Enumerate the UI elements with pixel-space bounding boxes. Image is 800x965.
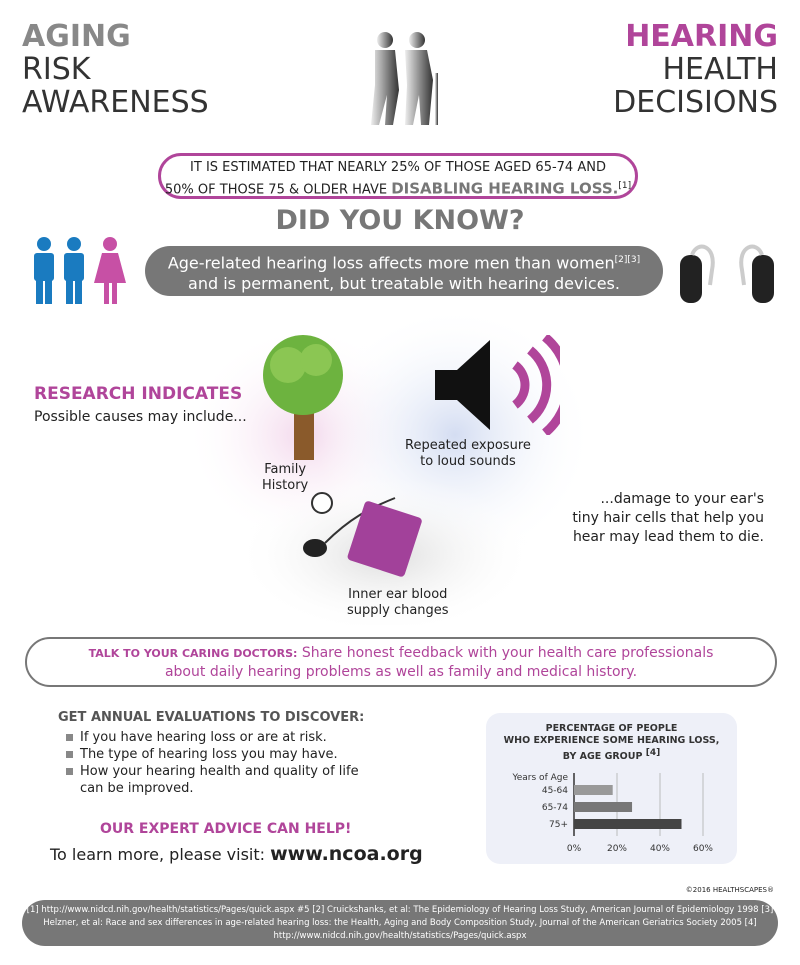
- fact-line: and is permanent, but treatable with hea…: [188, 274, 620, 294]
- note-line: ...damage to your ear's: [600, 491, 764, 507]
- statistic-banner: It is estimated that nearly 25% of those…: [158, 153, 638, 199]
- caption-line: Repeated exposure: [405, 438, 531, 453]
- copyright: ©2016 HEALTHSCAPES®: [685, 886, 774, 894]
- list-item: How your hearing health and quality of l…: [66, 763, 386, 797]
- blood-pressure-cuff-icon: [303, 492, 422, 577]
- title-bold: HEARING: [625, 19, 778, 54]
- x-tick-label: 20%: [607, 844, 627, 854]
- ncoa-link[interactable]: www.ncoa.org: [270, 843, 423, 865]
- chart-title-line: BY AGE GROUP: [562, 751, 643, 763]
- x-tick-label: 0%: [567, 844, 582, 854]
- title-line: HEALTH: [662, 52, 778, 87]
- y-tick-label: 75+: [549, 820, 568, 830]
- evaluation-list: GET ANNUAL EVALUATIONS TO DISCOVER: If y…: [58, 710, 396, 797]
- title-line: DECISIONS: [613, 85, 778, 120]
- x-tick-label: 60%: [693, 844, 713, 854]
- ref: [4]: [645, 748, 661, 758]
- chart-title-line: PERCENTAGE OF PEOPLE: [545, 723, 678, 734]
- visit-text: To learn more, please visit:: [50, 845, 271, 864]
- tree-icon: [263, 335, 343, 460]
- research-subtitle: Possible causes may include...: [34, 409, 247, 425]
- stat-line: 50% of those 75 & older have: [164, 182, 392, 198]
- eval-heading: GET ANNUAL EVALUATIONS TO DISCOVER:: [58, 710, 365, 725]
- bar-65-74: [574, 802, 633, 812]
- x-tick-label: 40%: [650, 844, 670, 854]
- hearing-loss-chart: PERCENTAGE OF PEOPLE WHO EXPERIENCE SOME…: [486, 713, 737, 864]
- caption-line: supply changes: [347, 603, 449, 618]
- note-line: hear may lead them to die.: [572, 529, 764, 545]
- chart-title-line: WHO EXPERIENCE SOME HEARING LOSS,: [503, 735, 720, 746]
- men-women-icon: [34, 237, 126, 304]
- stat-highlight: disabling hearing loss.: [391, 179, 619, 198]
- doctor-advice-banner: TALK TO YOUR CARING DOCTORS: Share hones…: [25, 637, 777, 687]
- speaker-loud-icon: [435, 335, 560, 435]
- y-tick-label: 45-64: [542, 786, 568, 796]
- title-line: RISK: [22, 52, 91, 87]
- did-you-know-fact: Age-related hearing loss affects more me…: [145, 246, 663, 296]
- title-line: AWARENESS: [22, 85, 209, 120]
- doctor-label: TALK TO YOUR CARING DOCTORS:: [88, 647, 298, 660]
- list-item: If you have hearing loss or are at risk.: [66, 729, 396, 746]
- caption-line: Family: [264, 462, 307, 477]
- expert-advice: OUR EXPERT ADVICE CAN HELP!: [100, 821, 352, 837]
- note-line: tiny hair cells that help you: [572, 510, 764, 526]
- bar-45-64: [574, 785, 613, 795]
- title-aging-risk: AGING RISK AWARENESS: [22, 20, 209, 119]
- doctor-line: about daily hearing problems as well as …: [164, 664, 638, 680]
- caption-line: Inner ear blood: [348, 587, 448, 602]
- bar-75+: [574, 819, 682, 829]
- hair-cell-damage-note: ...damage to your ear's tiny hair cells t…: [572, 490, 764, 547]
- caption-line: to loud sounds: [420, 454, 516, 469]
- research-section: RESEARCH INDICATES Possible causes may i…: [34, 384, 247, 425]
- chart-title: PERCENTAGE OF PEOPLE WHO EXPERIENCE SOME…: [486, 723, 737, 763]
- elderly-people-icon: [371, 32, 438, 125]
- visit-line: To learn more, please visit: www.ncoa.or…: [50, 843, 423, 865]
- y-axis-label: Years of Age: [511, 773, 568, 783]
- title-bold: AGING: [22, 19, 131, 54]
- doctor-line: Share honest feedback with your health c…: [297, 645, 714, 661]
- stat-line: It is estimated that nearly 25% of those…: [190, 160, 606, 175]
- ref: [2][3]: [614, 255, 641, 265]
- title-hearing-health: HEARING HEALTH DECISIONS: [613, 20, 778, 119]
- references: [1] http://www.nidcd.nih.gov/health/stat…: [22, 900, 778, 946]
- caption-line: History: [262, 478, 309, 493]
- research-heading: RESEARCH INDICATES: [34, 384, 243, 404]
- fact-line: Age-related hearing loss affects more me…: [167, 253, 615, 273]
- y-tick-label: 65-74: [542, 803, 568, 813]
- did-you-know-heading: DID YOU KNOW?: [275, 205, 525, 236]
- chart-plot: 0% 20% 40% 60% Years of Age 45-64 65-74 75+: [511, 773, 713, 854]
- hearing-aid-icon: [680, 244, 774, 303]
- list-item: The type of hearing loss you may have.: [66, 746, 396, 763]
- ref: [1]: [618, 181, 632, 191]
